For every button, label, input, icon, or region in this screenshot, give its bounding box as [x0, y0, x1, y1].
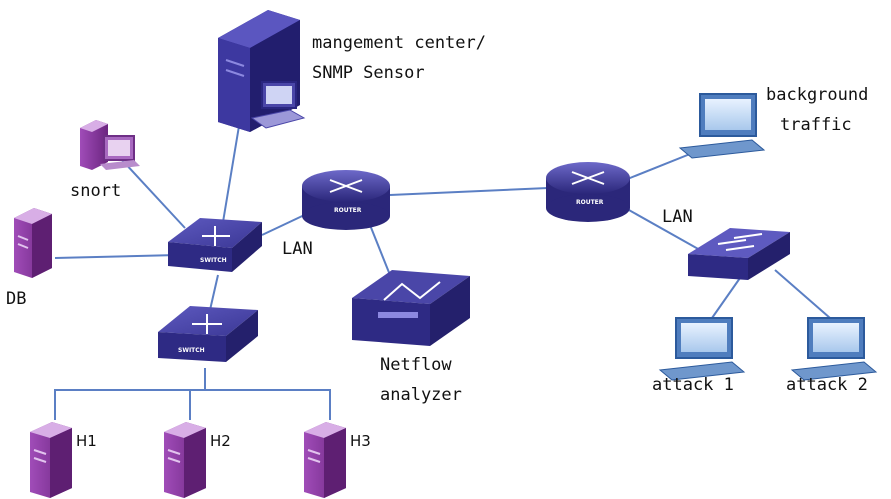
link-router-netflow	[369, 224, 391, 276]
lan-left-label: LAN	[282, 239, 313, 259]
background-label-line1: background	[766, 85, 868, 105]
snort-label: snort	[70, 181, 121, 201]
netflow-analyzer[interactable]	[352, 270, 470, 346]
netflow-label-line2: analyzer	[380, 385, 462, 405]
left-router[interactable]: ROUTER	[302, 170, 390, 230]
right-router[interactable]: ROUTER	[546, 162, 630, 222]
secondary-switch[interactable]: SWITCH	[158, 306, 258, 362]
netflow-analyzer-icon	[352, 270, 470, 304]
attack1-pc[interactable]	[658, 317, 746, 381]
link-router-router	[389, 187, 549, 196]
labels: mangement center/ SNMP Sensor snort DB L…	[6, 33, 868, 450]
lan-right-label: LAN	[662, 207, 693, 227]
link-router2-hub	[619, 204, 701, 251]
router-badge: ROUTER	[334, 207, 362, 214]
router-badge: ROUTER	[576, 199, 604, 206]
right-lan-hub[interactable]	[688, 228, 790, 280]
netflow-label-line1: Netflow	[380, 355, 452, 375]
link-host-bus	[54, 389, 331, 420]
link-mgmt-switch	[221, 119, 241, 229]
links	[54, 119, 831, 420]
background-label-line2: traffic	[780, 115, 852, 135]
attack1-label: attack 1	[652, 375, 734, 395]
h1-label: H1	[76, 432, 97, 450]
hub-icon	[688, 228, 790, 258]
link-switch-switch2	[209, 274, 219, 311]
host-h2[interactable]	[164, 422, 206, 498]
host-h3[interactable]	[304, 422, 346, 498]
host-h1[interactable]	[30, 422, 72, 498]
main-switch[interactable]: SWITCH	[168, 218, 262, 272]
link-hub-attack2	[774, 269, 831, 319]
switch-badge: SWITCH	[200, 257, 227, 264]
h3-label: H3	[350, 432, 371, 450]
management-label-line1: mangement center/	[312, 33, 486, 53]
switch-badge: SWITCH	[178, 347, 205, 354]
db-server[interactable]	[14, 208, 52, 278]
server-icon	[80, 120, 108, 170]
attack2-label: attack 2	[786, 375, 868, 395]
management-label-line2: SNMP Sensor	[312, 63, 425, 83]
link-hub-attack1	[711, 277, 741, 319]
link-snort-switch	[121, 159, 186, 229]
h2-label: H2	[210, 432, 231, 450]
db-label: DB	[6, 289, 26, 309]
management-server[interactable]	[218, 10, 306, 132]
attack2-pc[interactable]	[790, 317, 878, 381]
link-db-switch	[54, 254, 179, 259]
background-traffic-pc[interactable]	[678, 93, 766, 159]
snort-workstation[interactable]	[80, 120, 140, 170]
